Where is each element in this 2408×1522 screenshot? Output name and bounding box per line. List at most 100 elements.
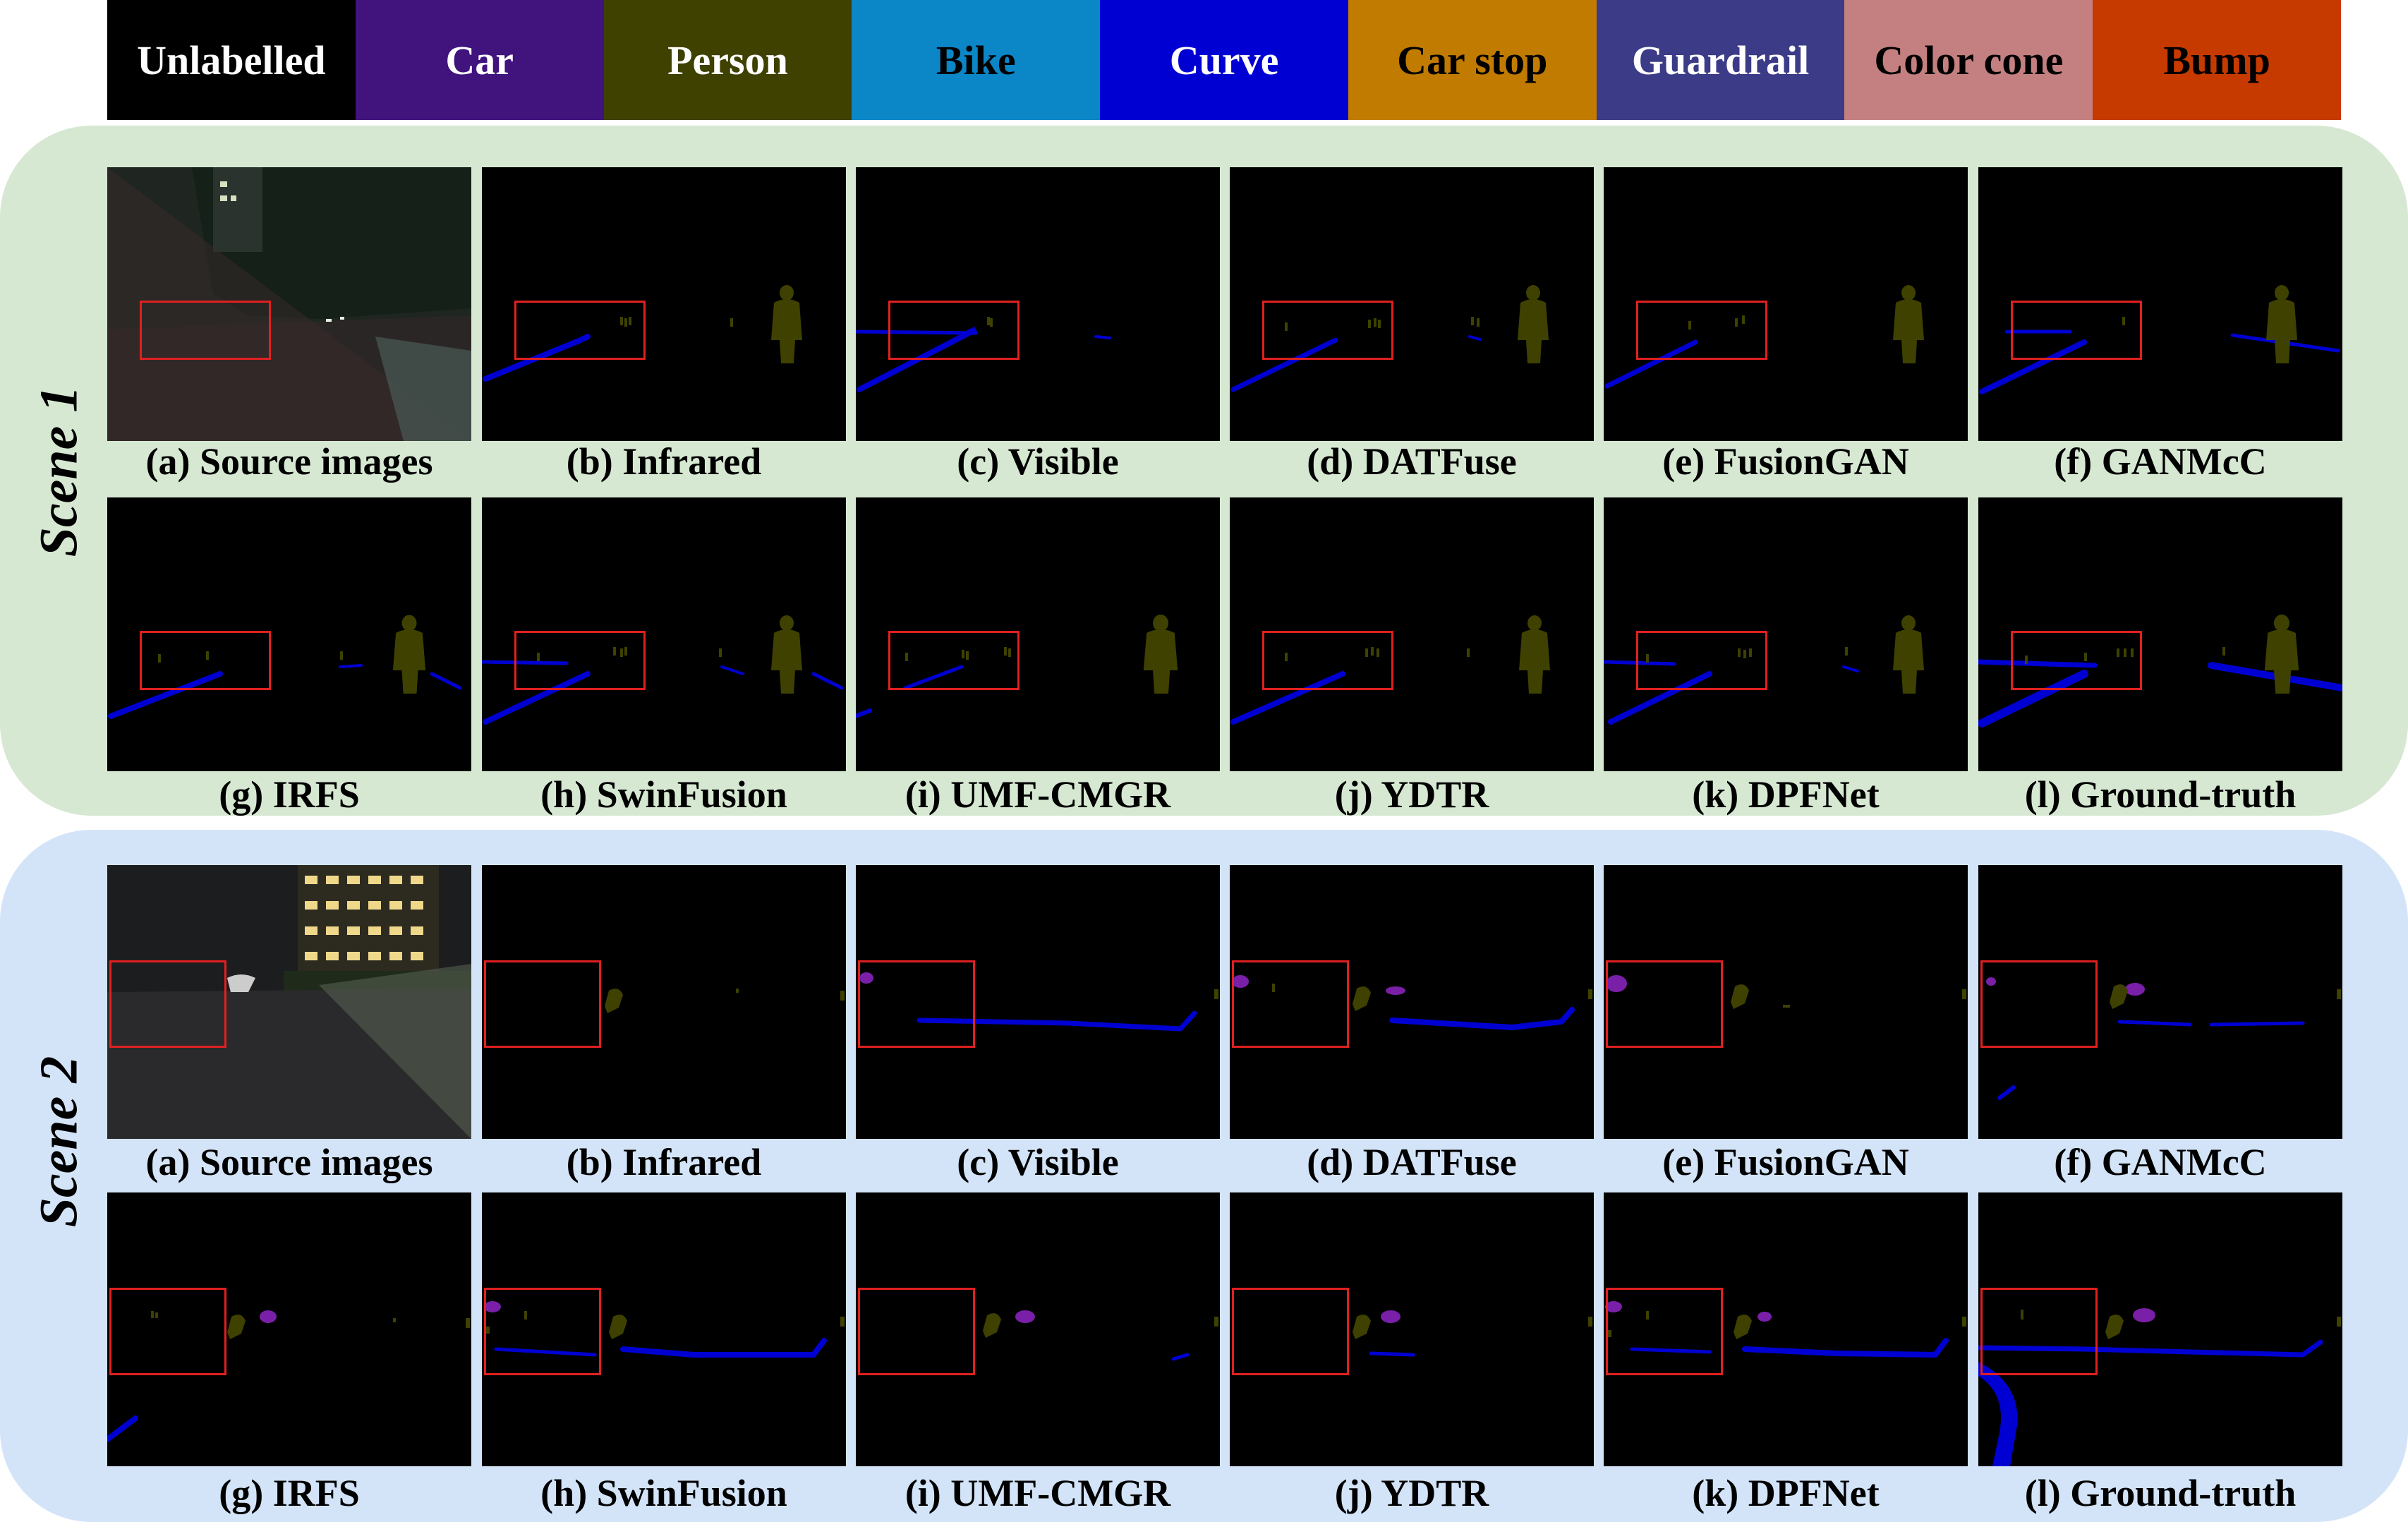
small-mask	[220, 181, 227, 187]
curve-mask	[1369, 1351, 1415, 1357]
small-mask	[1962, 1317, 1966, 1327]
small-mask	[840, 1317, 845, 1327]
curve-mask	[811, 672, 844, 690]
zoom-region-box	[2011, 631, 2142, 690]
small-mask	[2117, 648, 2119, 657]
legend-item-color-cone: Color cone	[1844, 0, 2093, 120]
small-mask	[158, 654, 161, 663]
small-mask	[1646, 1311, 1649, 1319]
scene-1-tile-2	[482, 167, 846, 441]
small-mask	[340, 317, 344, 320]
small-mask	[1374, 318, 1377, 327]
tile-caption: (k) DPFNet	[1692, 1472, 1880, 1514]
tile-caption: (l) Ground-truth	[2024, 1472, 2297, 1514]
small-mask	[389, 901, 402, 910]
curve-mask	[620, 1338, 827, 1358]
scene-2-tile-7	[107, 1192, 471, 1466]
diagonal-split	[319, 964, 471, 1139]
tile-caption: (b) Infrared	[566, 1141, 762, 1183]
curve-mask	[483, 671, 591, 725]
person-mask	[2266, 285, 2297, 363]
curve-mask	[1978, 659, 2098, 668]
scene-1-tile-9	[856, 497, 1220, 771]
tile-caption: (i) UMF-CMGR	[904, 1472, 1171, 1514]
zoom-region-box	[1262, 301, 1393, 360]
zoom-region-box	[484, 960, 601, 1048]
curve-mask	[1842, 665, 1859, 672]
small-mask	[613, 647, 616, 656]
small-mask	[1688, 321, 1691, 330]
car-mask	[1986, 977, 1996, 986]
legend-item-car-stop: Car stop	[1348, 0, 1597, 120]
small-mask	[1272, 984, 1275, 992]
curve-mask	[903, 665, 964, 690]
small-mask	[1377, 648, 1379, 657]
small-mask	[305, 901, 317, 910]
small-mask	[1738, 648, 1741, 657]
curve-mask	[1171, 1353, 1190, 1361]
small-mask	[1742, 315, 1745, 324]
small-mask	[206, 651, 209, 660]
small-mask	[1004, 647, 1007, 656]
small-mask	[2122, 317, 2125, 325]
small-mask	[1588, 989, 1592, 999]
zoom-region-box	[888, 301, 1020, 360]
car-mask	[1386, 986, 1405, 995]
legend-item-bump: Bump	[2093, 0, 2342, 120]
small-mask	[347, 876, 360, 884]
curve-mask	[1389, 1007, 1575, 1030]
curve-mask	[856, 330, 978, 335]
car-mask	[1232, 975, 1249, 988]
person-mask	[2264, 614, 2299, 694]
tile-caption: (e) FusionGAN	[1662, 1141, 1909, 1183]
small-mask	[305, 952, 317, 960]
zoom-region-box	[109, 960, 226, 1048]
curve-mask	[483, 334, 591, 382]
tile-caption: (i) UMF-CMGR	[904, 773, 1171, 816]
small-mask	[1368, 320, 1371, 328]
small-mask	[326, 319, 332, 322]
curve-mask	[916, 1010, 1197, 1032]
small-mask	[537, 653, 540, 661]
zoom-region-box	[140, 631, 271, 690]
small-mask	[411, 901, 423, 910]
small-mask	[2084, 653, 2087, 661]
tile-caption: (e) FusionGAN	[1662, 440, 1909, 483]
zoom-region-box	[1262, 631, 1393, 690]
scene-2-tile-1	[107, 865, 471, 1139]
car-mask	[484, 1301, 501, 1312]
small-mask	[1378, 320, 1381, 328]
zoom-region-box	[484, 1288, 601, 1375]
small-mask	[151, 1311, 154, 1318]
scene-1-tile-12	[1978, 497, 2342, 771]
legend-item-bike: Bike	[852, 0, 1101, 120]
small-mask	[1749, 648, 1752, 657]
person-mask	[1518, 285, 1549, 363]
person-mask	[771, 285, 802, 363]
small-mask	[736, 989, 739, 993]
scene-2-tile-12	[1978, 1192, 2342, 1466]
small-mask	[1365, 648, 1368, 657]
small-mask	[620, 648, 623, 657]
small-mask	[2337, 989, 2341, 999]
small-mask	[368, 926, 381, 935]
zoom-region-box	[1980, 960, 2098, 1048]
curve-mask	[108, 671, 223, 719]
scene-1-tile-7	[107, 497, 471, 771]
small-mask	[990, 318, 993, 327]
building	[213, 167, 262, 252]
small-mask	[2222, 647, 2225, 656]
curve-mask	[1604, 660, 1676, 666]
small-mask	[155, 1312, 158, 1318]
person-mask	[1893, 615, 1924, 694]
small-mask	[411, 876, 423, 884]
person-mask	[609, 1315, 627, 1339]
curve-mask	[1979, 339, 2087, 394]
small-mask	[1008, 648, 1011, 657]
small-mask	[220, 195, 227, 201]
curve-mask	[482, 660, 569, 665]
person-mask	[2105, 1315, 2124, 1339]
small-mask	[624, 647, 627, 656]
car-mask	[260, 1310, 277, 1323]
small-mask	[326, 901, 339, 910]
